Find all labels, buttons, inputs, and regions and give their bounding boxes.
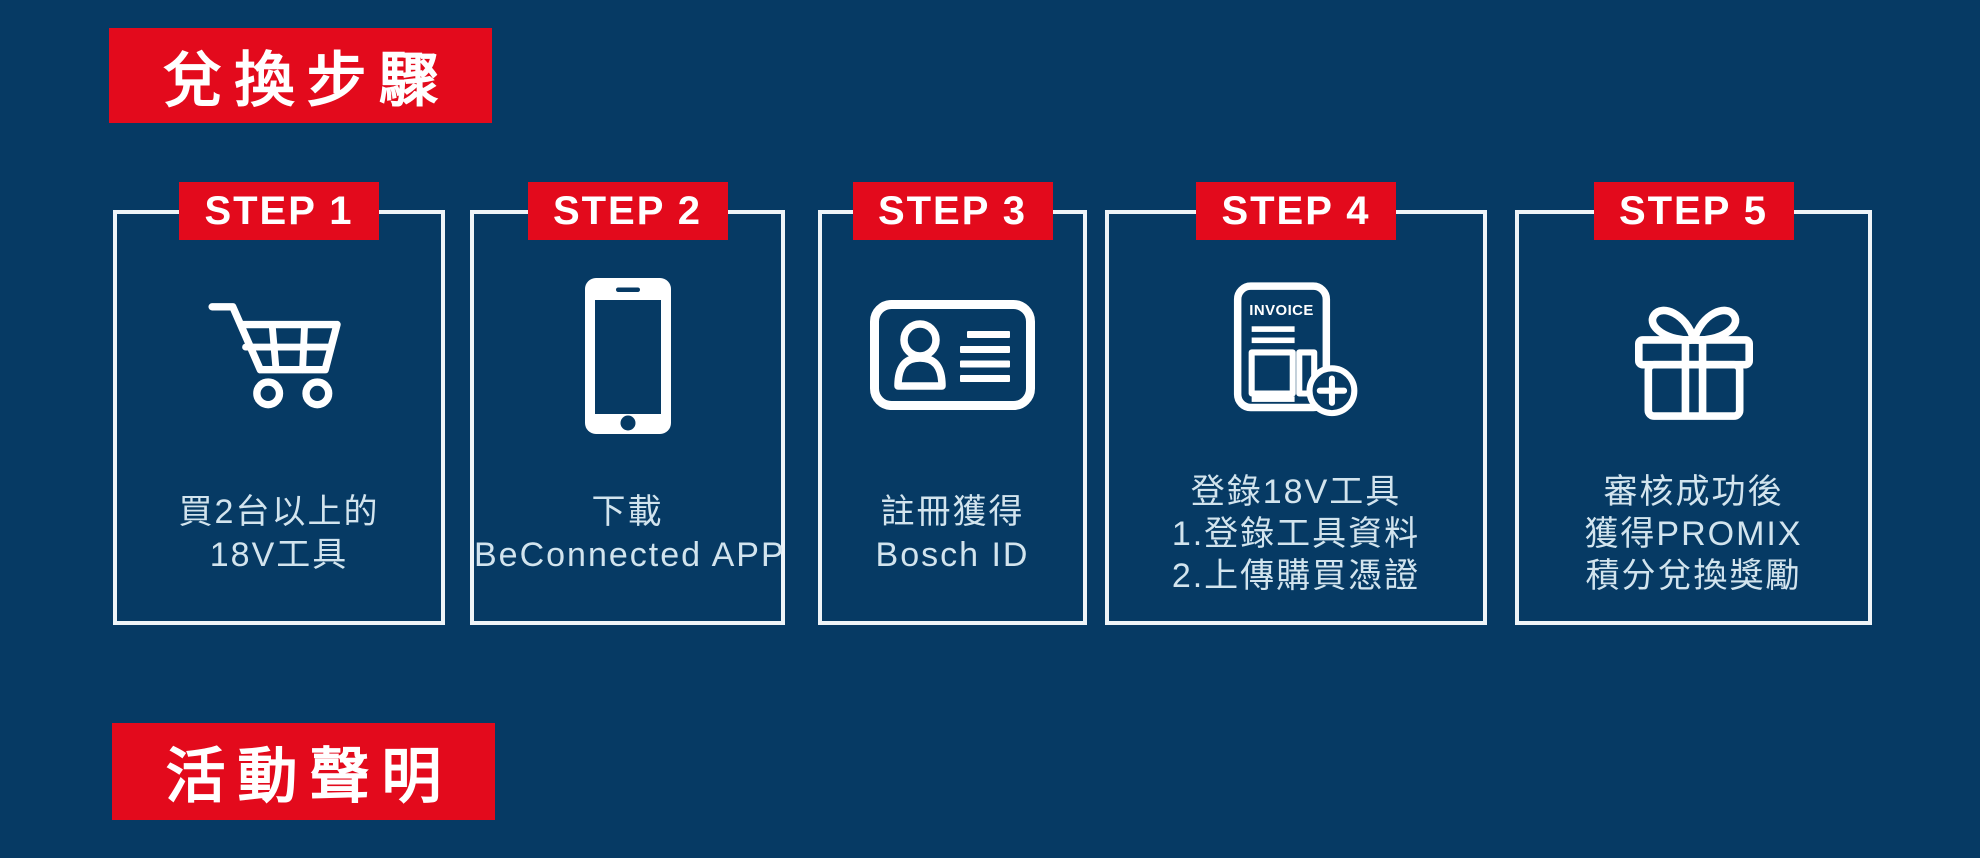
- step-3-description: 註冊獲得 Bosch ID: [822, 491, 1083, 577]
- step-1-description: 買2台以上的 18V工具: [117, 491, 441, 577]
- step-4-line-1: 登錄18V工具: [1190, 473, 1402, 511]
- section-banner-label: 兌換步驟: [162, 47, 451, 114]
- step-3-icon-wrap: [822, 300, 1083, 410]
- step-card-4: STEP 4 INVOICE 登錄18V工具 1.登錄工具資料 2.上傳購買憑證: [1105, 182, 1487, 625]
- section-banner-label: 活動聲明: [165, 743, 454, 810]
- step-card-1: STEP 1 買2台以上的 18V工具: [113, 182, 445, 625]
- step-3-tab: STEP 3: [852, 182, 1053, 240]
- step-1-line-1: 買2台以上的: [178, 493, 380, 531]
- step-3-label: STEP 3: [877, 188, 1028, 233]
- step-2-description: 下載 BeConnected APP: [474, 491, 786, 577]
- step-1-line-2: 18V工具: [209, 536, 349, 574]
- step-3-line-2: Bosch ID: [875, 536, 1030, 574]
- step-card-5: STEP 5 審核成功後 獲得PROMIX 積分兌換獎勵: [1515, 182, 1872, 625]
- step-4-line-2: 1.登錄工具資料: [1171, 515, 1421, 553]
- invoice-label: INVOICE: [1249, 302, 1314, 319]
- step-5-icon-wrap: [1519, 296, 1868, 422]
- step-5-tab: STEP 5: [1593, 182, 1794, 240]
- step-4-description: 登錄18V工具 1.登錄工具資料 2.上傳購買憑證: [1109, 471, 1483, 597]
- invoice-add-icon: INVOICE: [1233, 282, 1358, 417]
- step-4-line-3: 2.上傳購買憑證: [1171, 557, 1421, 595]
- step-5-line-2: 獲得PROMIX: [1584, 515, 1803, 553]
- step-2-line-1: 下載: [591, 493, 664, 531]
- step-1-label: STEP 1: [204, 188, 354, 233]
- section-banner-activity-statement: 活動聲明: [112, 723, 495, 820]
- section-banner-redeem-steps: 兌換步驟: [109, 28, 492, 123]
- step-2-label: STEP 2: [552, 188, 703, 233]
- step-2-icon-wrap: [474, 278, 781, 434]
- step-card-3: STEP 3 註冊獲得 Bosch ID: [818, 182, 1087, 625]
- step-5-line-1: 審核成功後: [1603, 473, 1784, 511]
- step-5-description: 審核成功後 獲得PROMIX 積分兌換獎勵: [1519, 471, 1868, 597]
- step-1-icon-wrap: [117, 295, 441, 413]
- step-5-label: STEP 5: [1618, 188, 1769, 233]
- step-card-2: STEP 2 下載 BeConnected APP: [470, 182, 786, 625]
- step-1-tab: STEP 1: [179, 182, 379, 240]
- id-card-icon: [870, 300, 1035, 410]
- shopping-cart-icon: [208, 303, 341, 409]
- smartphone-icon: [584, 278, 671, 434]
- step-2-tab: STEP 2: [527, 182, 728, 240]
- step-4-label: STEP 4: [1221, 188, 1371, 233]
- step-4-tab: STEP 4: [1196, 182, 1396, 240]
- step-4-icon-wrap: INVOICE: [1109, 281, 1483, 422]
- step-2-line-2: BeConnected APP: [474, 536, 786, 574]
- step-5-line-3: 積分兌換獎勵: [1585, 557, 1802, 595]
- gift-box-icon: [1634, 306, 1753, 420]
- step-3-line-1: 註冊獲得: [880, 493, 1025, 531]
